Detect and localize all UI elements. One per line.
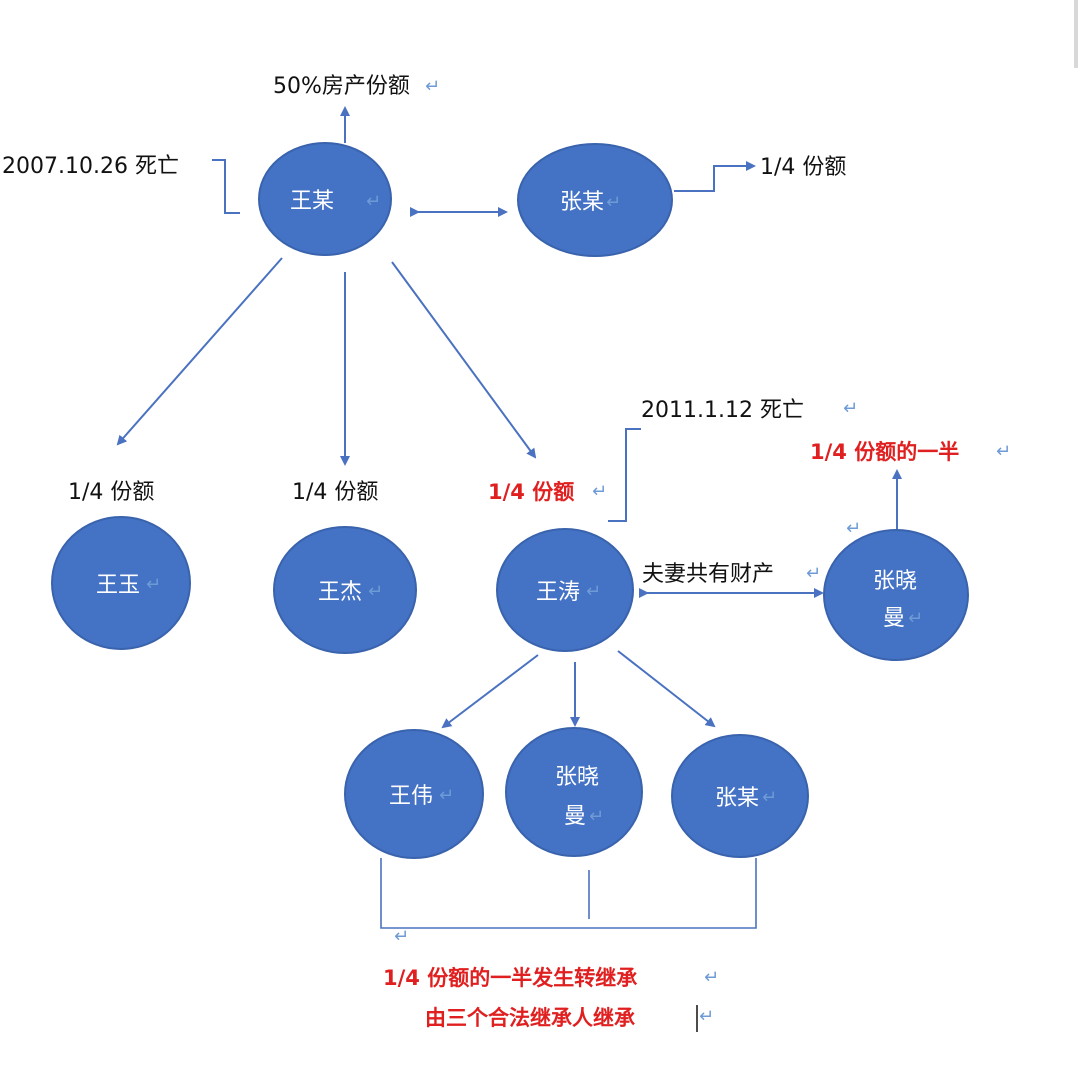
- return-mark: ↵: [146, 574, 161, 595]
- return-mark: ↵: [699, 1006, 714, 1027]
- node-label-line2: 曼: [564, 804, 586, 829]
- label-death-wangtao: 2011.1.12 死亡 ↵: [641, 398, 858, 423]
- transfer-line1-text: 1/4 份额的一半发生转继承: [383, 966, 637, 990]
- death-wangtao-text: 2011.1.12 死亡: [641, 398, 804, 423]
- node-label: 王某: [290, 189, 334, 214]
- wangtao-share-text: 1/4 份额: [488, 480, 574, 504]
- marital-property-text: 夫妻共有财产: [642, 562, 774, 587]
- half-share-text: 1/4 份额的一半: [810, 440, 959, 464]
- stray-return-mark: ↵: [846, 518, 861, 539]
- return-mark: ↵: [368, 581, 383, 602]
- node-label: 张某: [560, 190, 604, 215]
- node-label: 张某: [715, 786, 759, 811]
- return-mark: ↵: [586, 581, 601, 602]
- node-label: 王涛: [536, 580, 580, 605]
- bracket-return-mark: ↵: [394, 926, 409, 947]
- node-zhang-xiaoman-spouse: 张晓 曼 ↵: [823, 529, 969, 661]
- label-zhangmou-share: 1/4 份额: [760, 155, 846, 180]
- arrow-wangmou-to-wangyu: [116, 257, 283, 446]
- label-half-share: 1/4 份额的一半 ↵: [810, 440, 1011, 464]
- arrow-wangtao-to-zhangmou-child: [617, 650, 716, 728]
- node-label-line1: 张晓: [873, 569, 917, 594]
- node-wang-wei: 王伟 ↵: [344, 729, 484, 859]
- node-wang-jie: 王杰 ↵: [273, 526, 417, 654]
- node-zhang-xiaoman-child: 张晓 曼 ↵: [505, 727, 643, 857]
- return-mark: ↵: [589, 806, 604, 827]
- node-zhang-mou-child: 张某 ↵: [671, 734, 809, 858]
- label-death-wangmou: 2007.10.26 死亡: [2, 154, 179, 179]
- death-bracket-wangtao: [608, 428, 641, 522]
- return-mark: ↵: [704, 967, 719, 988]
- return-mark: ↵: [439, 785, 454, 806]
- return-mark: ↵: [996, 441, 1011, 462]
- label-wangyu-share: 1/4 份额: [68, 480, 154, 505]
- node-zhang-mou: 张某 ↵: [517, 143, 673, 257]
- return-mark: ↵: [425, 76, 440, 97]
- transfer-line2-text: 由三个合法继承人继承: [425, 1006, 635, 1030]
- death-bracket-wangmou: [212, 159, 240, 214]
- node-wang-yu: 王玉 ↵: [51, 516, 191, 650]
- label-transfer-line1: 1/4 份额的一半发生转继承 ↵: [383, 966, 719, 990]
- node-wang-tao: 王涛 ↵: [496, 528, 634, 652]
- arrow-wangtao-to-wangwei: [441, 654, 539, 729]
- return-mark: ↵: [366, 191, 381, 212]
- node-label-line2: 曼: [883, 606, 905, 631]
- return-mark: ↵: [806, 563, 821, 584]
- label-wangtao-share: 1/4 份额 ↵: [488, 480, 607, 504]
- scrollbar[interactable]: [1074, 0, 1078, 68]
- return-mark: ↵: [762, 787, 777, 808]
- node-label: 王玉: [96, 573, 140, 598]
- arrow-wangmou-to-wangtao: [391, 261, 537, 459]
- house-share-text: 50%房产份额: [273, 74, 410, 99]
- return-mark: ↵: [908, 608, 923, 629]
- node-label: 王杰: [318, 580, 362, 605]
- heirs-bracket: [380, 858, 757, 929]
- return-mark: ↵: [843, 398, 858, 419]
- label-transfer-line2: 由三个合法继承人继承 ↵: [425, 1005, 714, 1032]
- label-wangjie-share: 1/4 份额: [292, 480, 378, 505]
- node-label-line1: 张晓: [555, 765, 599, 790]
- node-wang-mou: 王某 ↵: [258, 142, 392, 256]
- node-label: 王伟: [389, 784, 433, 809]
- label-house-share: 50%房产份额 ↵: [273, 74, 440, 99]
- label-marital-property: 夫妻共有财产 ↵: [642, 562, 821, 587]
- arrow-zhangmou-to-share: [674, 161, 756, 192]
- return-mark: ↵: [606, 192, 621, 213]
- return-mark: ↵: [592, 481, 607, 502]
